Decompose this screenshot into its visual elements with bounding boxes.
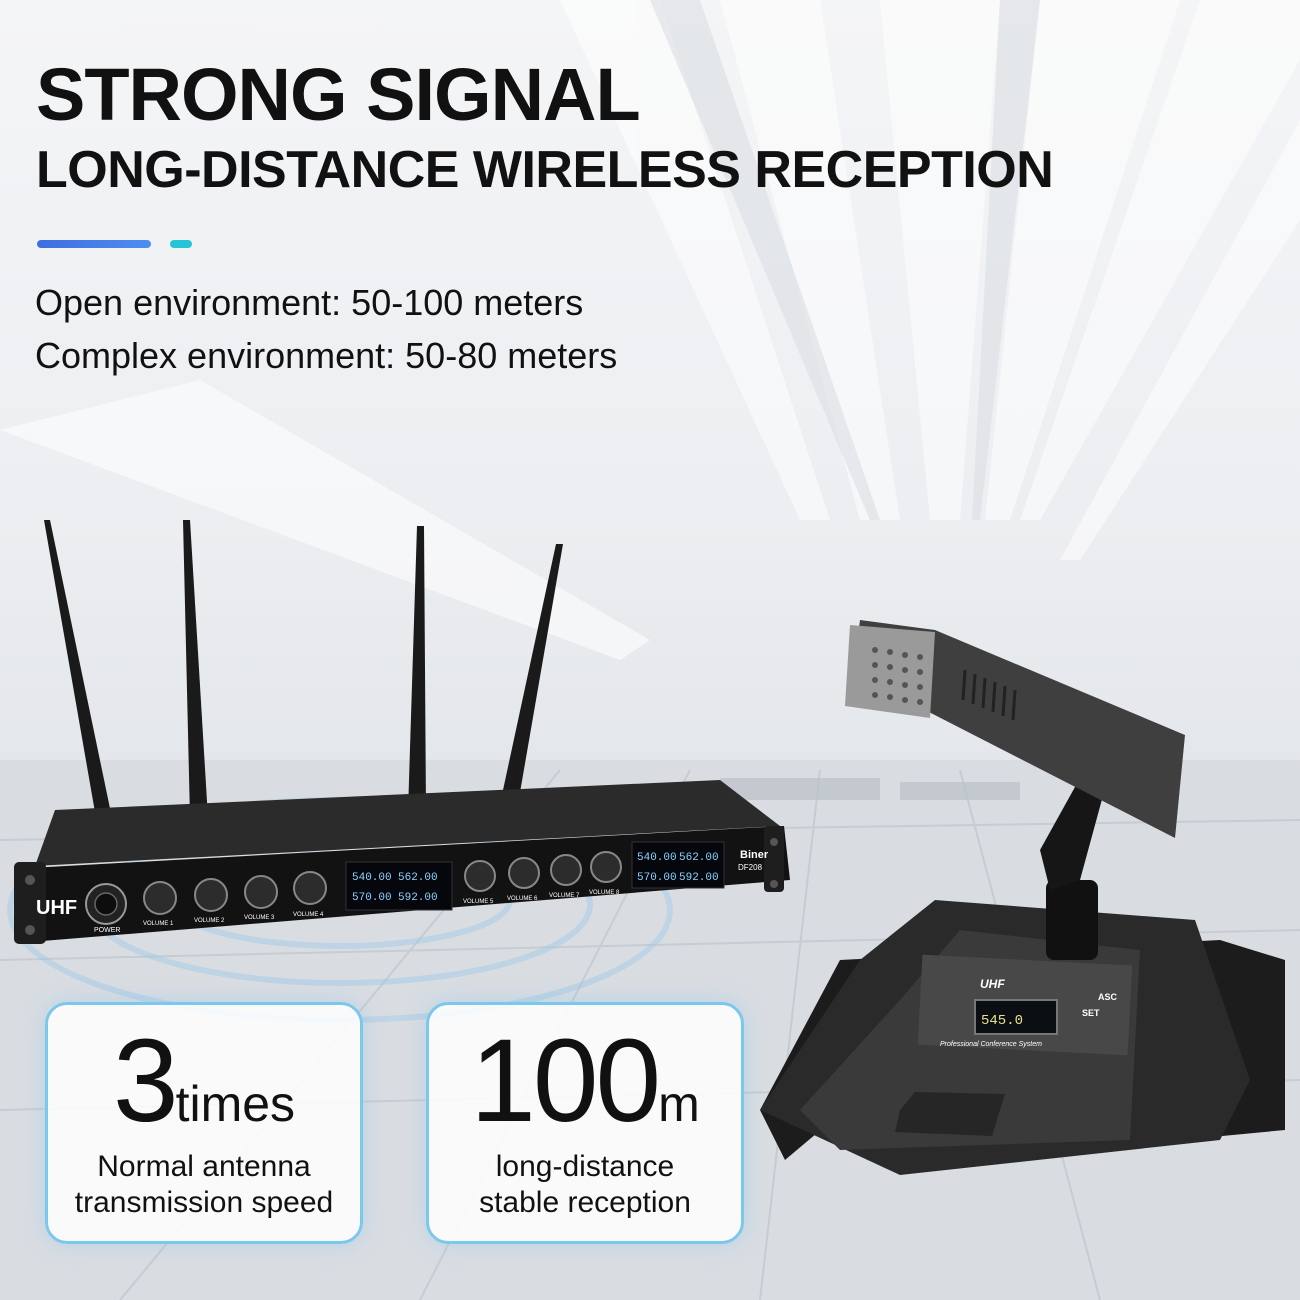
receiver-antennas	[44, 520, 563, 818]
volume-label-7: VOLUME 7	[549, 893, 580, 899]
headline: STRONG SIGNAL	[36, 53, 641, 136]
spec-complex-environment: Complex environment: 50-80 meters	[35, 335, 618, 376]
stat-unit: m	[658, 1076, 700, 1132]
stat-description: Normal antenna transmission speed	[48, 1149, 360, 1221]
lcd-value-3: 570.00	[352, 892, 392, 904]
lcd-value-8: 592.00	[679, 872, 719, 884]
stat-value-line: 100m	[429, 1013, 741, 1149]
lcd-value-6: 562.00	[679, 852, 719, 864]
volume-label-2: VOLUME 2	[194, 918, 225, 924]
stat-description: long-distance stable reception	[429, 1149, 741, 1221]
receiver-model: DF208	[738, 863, 763, 872]
volume-label-8: VOLUME 8	[589, 890, 620, 896]
accent-bar-blue	[37, 240, 151, 248]
stat-card-speed: 3times Normal antenna transmission speed	[45, 1002, 363, 1244]
mic-strip-label: Professional Conference System	[940, 1041, 1042, 1048]
mic-screen-value: 545.0	[981, 1013, 1023, 1029]
receiver-uhf-badge: UHF	[36, 897, 77, 919]
stat-desc-line-2: stable reception	[479, 1186, 691, 1219]
wireless-receiver	[14, 780, 790, 944]
volume-label-6: VOLUME 6	[507, 896, 538, 902]
volume-label-1: VOLUME 1	[143, 921, 174, 927]
spec-open-environment: Open environment: 50-100 meters	[35, 282, 584, 323]
stat-value-line: 3times	[48, 1013, 360, 1149]
receiver-brand: Biner	[740, 849, 769, 861]
stat-desc-line-1: Normal antenna	[97, 1150, 311, 1183]
stat-unit: times	[175, 1076, 296, 1132]
volume-label-3: VOLUME 3	[244, 915, 275, 921]
lcd-value-2: 562.00	[398, 872, 438, 884]
stat-card-distance: 100m long-distance stable reception	[426, 1002, 744, 1244]
lcd-value-5: 540.00	[637, 852, 677, 864]
mic-uhf-badge: UHF	[980, 977, 1005, 991]
lcd-value-1: 540.00	[352, 872, 392, 884]
lcd-value-7: 570.00	[637, 872, 677, 884]
mic-set-label: SET	[1082, 1008, 1100, 1018]
stat-number: 100	[470, 1015, 661, 1147]
accent-bar-cyan	[170, 240, 192, 248]
mic-asc-label: ASC	[1098, 992, 1118, 1002]
stat-number: 3	[112, 1015, 179, 1147]
subheadline: LONG-DISTANCE WIRELESS RECEPTION	[36, 141, 1054, 199]
volume-label-4: VOLUME 4	[293, 912, 324, 918]
lcd-value-4: 592.00	[398, 892, 438, 904]
receiver-power-label: POWER	[94, 927, 120, 934]
conference-microphone	[760, 620, 1285, 1175]
stat-desc-line-2: transmission speed	[74, 1186, 334, 1219]
stat-desc-line-1: long-distance	[495, 1150, 675, 1183]
volume-label-5: VOLUME 5	[463, 899, 494, 905]
